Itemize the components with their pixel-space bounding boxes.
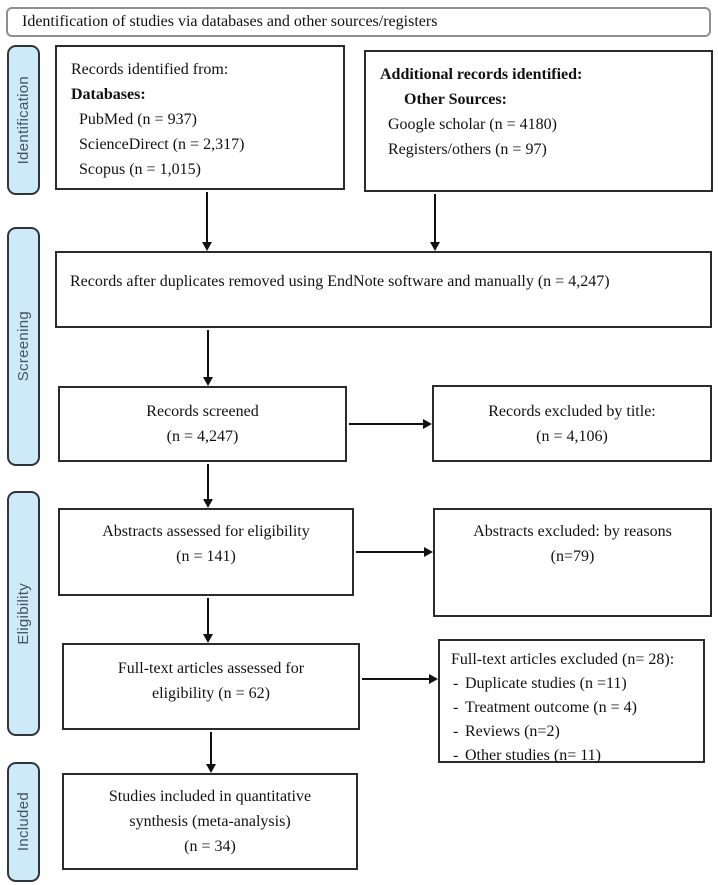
stage-label-included: Included (15, 792, 32, 852)
box-fulltext-excluded: Full-text articles excluded (n= 28): Dup… (438, 639, 705, 768)
box-abstracts-assessed: Abstracts assessed for eligibility (n = … (58, 508, 354, 596)
box-abstracts-excluded: Abstracts excluded: by reasons (n=79) (433, 508, 712, 617)
box-records-identified: Records identified from: Databases: PubM… (55, 45, 345, 190)
abstracts-excluded-count: (n=79) (550, 548, 595, 565)
duplicates-removed-text: Records after duplicates removed using E… (70, 273, 610, 290)
source-google-scholar: Google scholar (n = 4180) (388, 116, 557, 133)
records-identified-heading: Records identified from: (71, 61, 229, 78)
header-title: Identification of studies via databases … (22, 13, 438, 30)
stage-tab-identification: Identification (7, 45, 40, 195)
exclusion-reason-other: Other studies (n= 11) (451, 744, 697, 768)
stage-label-identification: Identification (15, 75, 32, 165)
stage-tab-eligibility: Eligibility (7, 491, 40, 736)
box-records-excluded: Records excluded by title: (n = 4,106) (432, 385, 712, 462)
box-records-screened: Records screened (n = 4,247) (58, 386, 347, 462)
studies-included-count: (n = 34) (184, 838, 236, 855)
fulltext-excluded-heading: Full-text articles excluded (n= 28): (451, 651, 675, 668)
stage-tab-included: Included (7, 762, 40, 882)
arrow-duplicates-to-screened (203, 330, 213, 386)
box-fulltext-assessed: Full-text articles assessed for eligibil… (62, 643, 360, 730)
studies-included-line2: synthesis (meta-analysis) (129, 813, 291, 830)
header-banner: Identification of studies via databases … (6, 7, 711, 37)
records-screened-count: (n = 4,247) (166, 428, 239, 445)
arrow-fulltext-to-included (206, 732, 216, 773)
box-additional-records: Additional records identified: Other Sou… (364, 50, 713, 192)
stage-label-screening: Screening (15, 311, 32, 382)
box-studies-included: Studies included in quantitative synthes… (62, 773, 358, 870)
arrow-screened-to-excluded (349, 419, 432, 429)
arrow-fulltext-to-excluded (362, 674, 438, 684)
source-sciencedirect: ScienceDirect (n = 2,317) (79, 136, 245, 153)
box-duplicates-removed: Records after duplicates removed using E… (55, 251, 712, 328)
exclusion-reason-treatment-outcome: Treatment outcome (n = 4) (451, 696, 697, 720)
additional-records-heading: Additional records identified: (380, 66, 583, 83)
additional-records-subheading: Other Sources: (404, 91, 507, 108)
studies-included-line1: Studies included in quantitative (108, 788, 312, 805)
stage-tab-screening: Screening (7, 227, 40, 466)
fulltext-assessed-line2: eligibility (n = 62) (152, 685, 270, 702)
arrow-abstracts-to-excluded (356, 547, 433, 557)
source-registers: Registers/others (n = 97) (388, 141, 547, 158)
exclusion-reason-duplicates: Duplicate studies (n =11) (451, 672, 697, 696)
records-excluded-line1: Records excluded by title: (488, 402, 656, 420)
arrow-abstracts-to-fulltext (203, 598, 213, 643)
abstracts-assessed-count: (n = 141) (176, 548, 236, 565)
arrow-databases-to-duplicates (202, 192, 212, 251)
records-screened-line1: Records screened (146, 403, 259, 420)
arrow-other-sources-to-duplicates (430, 194, 440, 251)
stage-label-eligibility: Eligibility (15, 582, 32, 645)
abstracts-excluded-line1: Abstracts excluded: by reasons (473, 523, 672, 540)
abstracts-assessed-line1: Abstracts assessed for eligibility (102, 523, 310, 540)
records-identified-subheading: Databases: (71, 86, 146, 103)
fulltext-assessed-line1: Full-text articles assessed for (117, 660, 305, 677)
source-pubmed: PubMed (n = 937) (79, 111, 197, 128)
source-scopus: Scopus (n = 1,015) (79, 161, 201, 178)
records-excluded-count: (n = 4,106) (536, 427, 608, 445)
arrow-screened-to-abstracts (203, 464, 213, 508)
exclusion-reason-reviews: Reviews (n=2) (451, 720, 697, 744)
